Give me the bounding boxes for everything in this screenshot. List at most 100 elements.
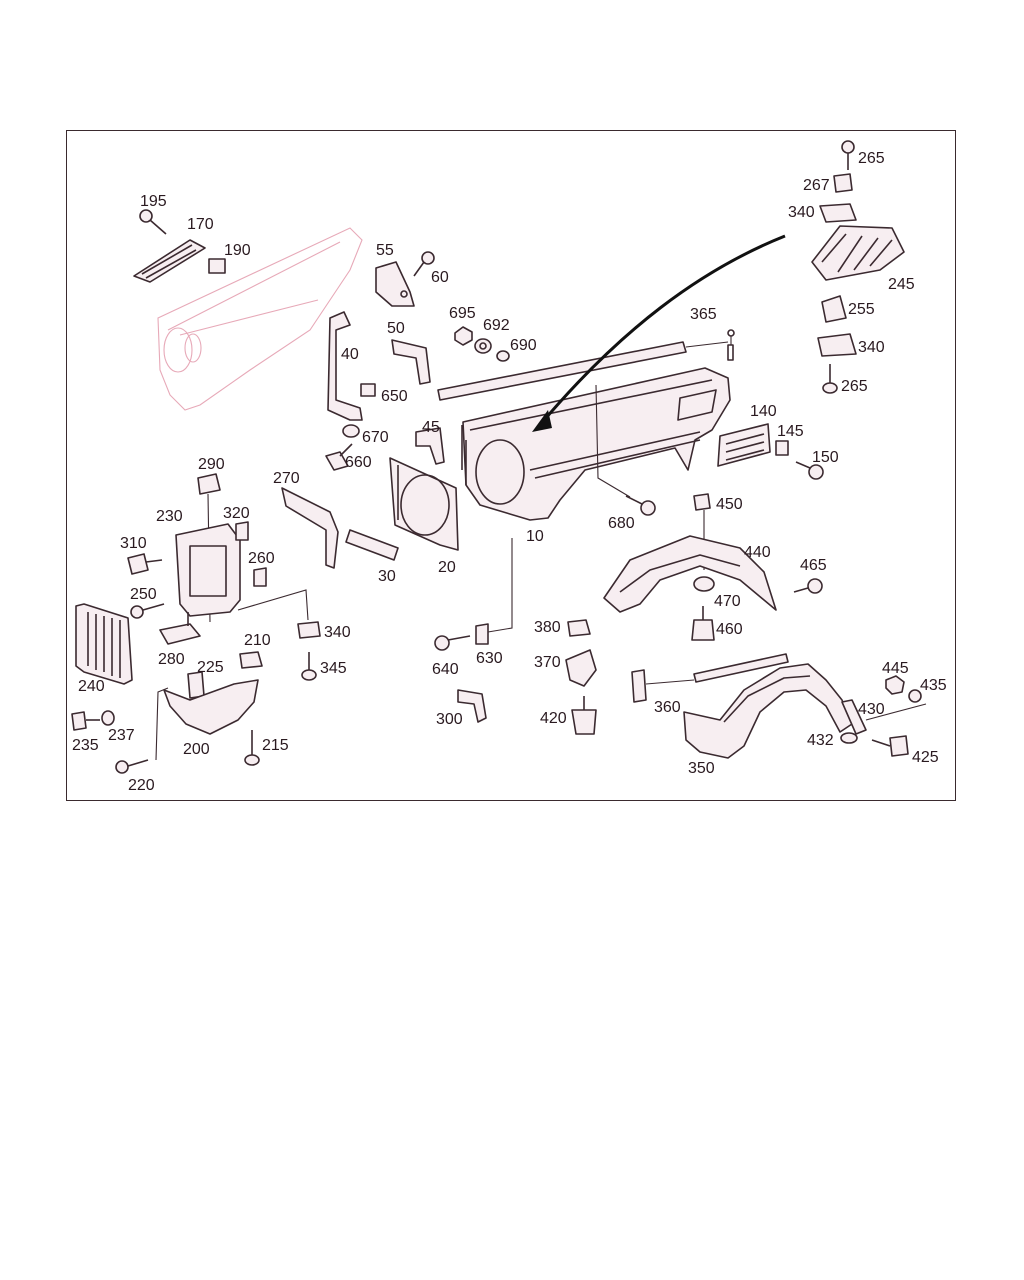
- clip-145[interactable]: [775, 440, 789, 456]
- bolt-660[interactable]: [325, 443, 353, 471]
- label-660: 660: [345, 454, 372, 471]
- fender-10[interactable]: [461, 367, 731, 521]
- clip-340-left[interactable]: [237, 589, 321, 639]
- bracket-370[interactable]: [565, 649, 597, 687]
- grille-240[interactable]: [75, 603, 133, 685]
- screw-195[interactable]: [139, 209, 167, 235]
- label-30: 30: [378, 568, 396, 585]
- clip-320[interactable]: [235, 521, 249, 541]
- wheel-arch-350[interactable]: [683, 663, 853, 759]
- screw-345[interactable]: [301, 652, 317, 681]
- grommet-420[interactable]: [571, 696, 597, 735]
- label-435: 435: [920, 677, 947, 694]
- label-265-bottom: 265: [841, 378, 868, 395]
- bracket-45[interactable]: [415, 427, 445, 465]
- screw-60[interactable]: [413, 251, 435, 277]
- label-195: 195: [140, 193, 167, 210]
- label-300: 300: [436, 711, 463, 728]
- liner-440[interactable]: [603, 535, 777, 613]
- nut-445[interactable]: [885, 675, 905, 695]
- diagram-frame: [66, 130, 956, 801]
- bolt-465[interactable]: [793, 578, 823, 594]
- clip-260[interactable]: [253, 567, 267, 587]
- label-20: 20: [438, 559, 456, 576]
- washer-690[interactable]: [496, 350, 510, 362]
- label-150: 150: [812, 449, 839, 466]
- label-210: 210: [244, 632, 271, 649]
- bracket-55[interactable]: [375, 261, 415, 307]
- nut-695[interactable]: [454, 326, 473, 346]
- vehicle-outline: [157, 227, 363, 411]
- label-425: 425: [912, 749, 939, 766]
- clip-190[interactable]: [208, 258, 226, 274]
- seal-strip-360[interactable]: [631, 653, 789, 703]
- label-470: 470: [714, 593, 741, 610]
- nut-210[interactable]: [239, 651, 263, 669]
- label-350: 350: [688, 760, 715, 777]
- washer-237[interactable]: [101, 710, 115, 726]
- screw-250[interactable]: [130, 603, 165, 619]
- nut-650[interactable]: [360, 383, 376, 397]
- label-320: 320: [223, 505, 250, 522]
- screw-220[interactable]: [115, 687, 169, 774]
- label-340-left: 340: [324, 624, 351, 641]
- washer-470[interactable]: [693, 576, 715, 592]
- label-695: 695: [449, 305, 476, 322]
- label-670: 670: [362, 429, 389, 446]
- bracket-270[interactable]: [281, 487, 339, 569]
- bolt-425[interactable]: [871, 735, 909, 757]
- washer-435[interactable]: [865, 689, 927, 721]
- bezel-230[interactable]: [175, 523, 241, 617]
- vent-grille-140[interactable]: [717, 423, 771, 467]
- label-235: 235: [72, 737, 99, 754]
- part-labels: 10 20 30 40 45 50 55 60 140 145 150 170 …: [72, 150, 947, 794]
- nut-380[interactable]: [567, 619, 591, 637]
- strut-40[interactable]: [327, 311, 363, 421]
- label-690: 690: [510, 337, 537, 354]
- assembly-arrow: [532, 234, 786, 432]
- panel-20[interactable]: [389, 457, 459, 551]
- label-340-mid: 340: [858, 339, 885, 356]
- label-310: 310: [120, 535, 147, 552]
- label-430: 430: [858, 701, 885, 718]
- label-255: 255: [848, 301, 875, 318]
- label-450: 450: [716, 496, 743, 513]
- bolt-235[interactable]: [71, 711, 100, 731]
- label-60: 60: [431, 269, 449, 286]
- bracket-300[interactable]: [457, 689, 487, 723]
- grille-245[interactable]: [811, 225, 905, 281]
- bracket-430[interactable]: [841, 699, 867, 735]
- label-265-top: 265: [858, 150, 885, 167]
- screw-680[interactable]: [595, 384, 656, 516]
- clip-630[interactable]: [475, 538, 513, 645]
- label-680: 680: [608, 515, 635, 532]
- corner-trim-200[interactable]: [163, 679, 259, 735]
- bracket-50[interactable]: [391, 339, 431, 385]
- clip-340-top[interactable]: [819, 203, 857, 223]
- screw-640[interactable]: [434, 635, 471, 651]
- label-445: 445: [882, 660, 909, 677]
- washer-692[interactable]: [474, 338, 492, 354]
- cap-255[interactable]: [821, 295, 847, 323]
- trim-170[interactable]: [133, 239, 206, 283]
- screw-265-bottom[interactable]: [822, 364, 838, 394]
- channel-30[interactable]: [345, 529, 399, 561]
- clip-340-mid[interactable]: [817, 333, 857, 357]
- label-145: 145: [777, 423, 804, 440]
- nut-460[interactable]: [691, 606, 715, 641]
- label-365: 365: [690, 306, 717, 323]
- holder-280[interactable]: [159, 612, 201, 645]
- washer-432[interactable]: [840, 732, 858, 744]
- bolt-310[interactable]: [127, 553, 163, 575]
- screw-150[interactable]: [795, 461, 824, 480]
- screw-265-top[interactable]: [841, 140, 855, 170]
- screw-215[interactable]: [244, 730, 260, 766]
- label-55: 55: [376, 242, 394, 259]
- label-200: 200: [183, 741, 210, 758]
- label-267: 267: [803, 177, 830, 194]
- label-280: 280: [158, 651, 185, 668]
- label-370: 370: [534, 654, 561, 671]
- clip-267[interactable]: [833, 173, 853, 193]
- washer-670[interactable]: [342, 424, 360, 438]
